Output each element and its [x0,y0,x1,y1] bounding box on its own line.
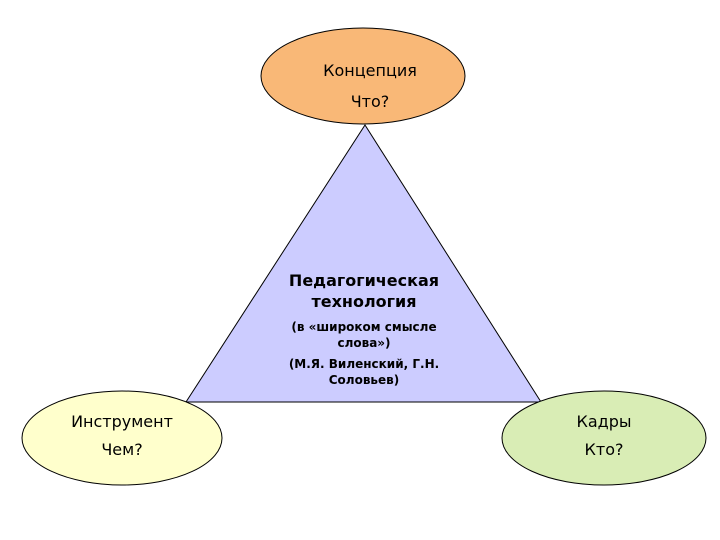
center-note-line1: (в «широком смысле [291,320,437,334]
concept-question: Что? [350,92,390,111]
instrument-question: Чем? [101,440,143,459]
staff-question: Кто? [584,440,624,459]
staff-title: Кадры [576,412,632,431]
center-authors-line1: (М.Я. Виленский, Г.Н. [288,357,440,371]
center-title-line2: технология [311,292,417,311]
instrument-title: Инструмент [71,412,173,431]
technology-triangle [185,124,542,403]
concept-ellipse [260,27,466,125]
center-authors-line2: Соловьев) [328,373,400,387]
center-note-line2: слова») [337,336,391,350]
center-title-line1: Педагогическая [288,271,440,290]
staff-ellipse [501,390,707,486]
instrument-ellipse [21,390,223,486]
concept-title: Концепция [323,61,417,80]
